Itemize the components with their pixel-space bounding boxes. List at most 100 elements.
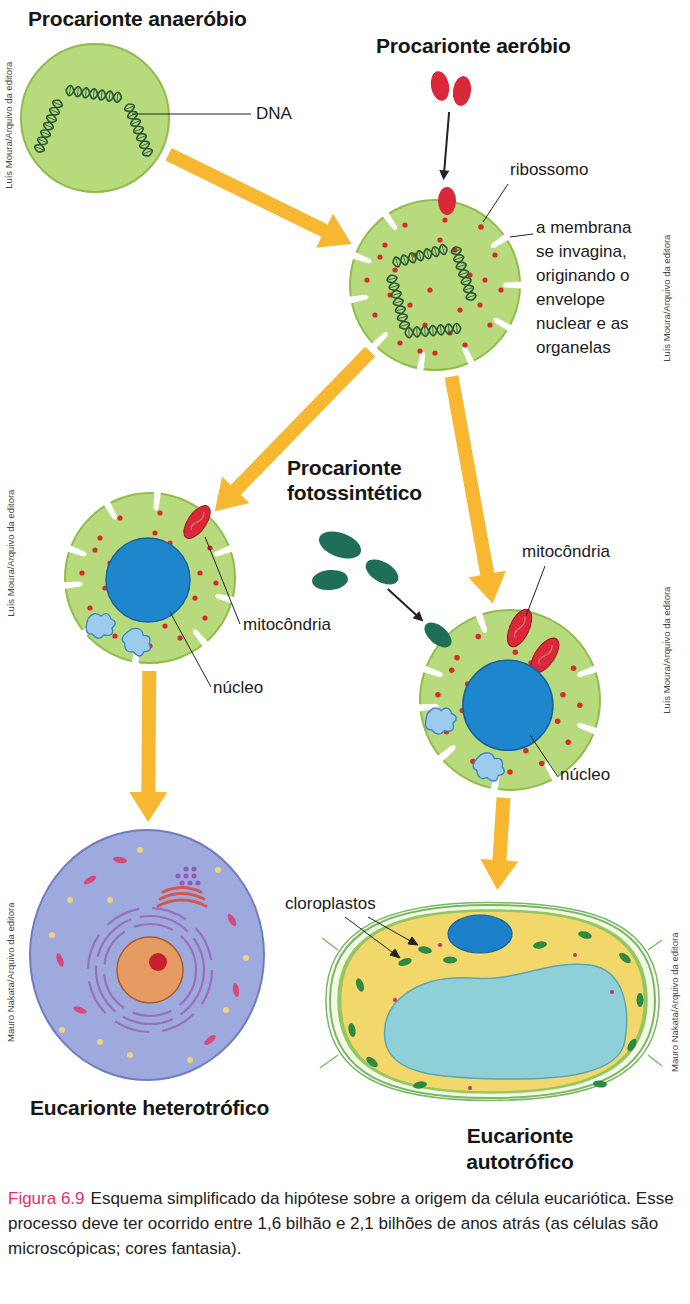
process-arrow: [445, 375, 506, 603]
autotrophic-eukaryote: [364, 1055, 379, 1069]
photosynthetic-prokaryotes: [315, 526, 365, 564]
leader-line: [530, 735, 558, 777]
autotrophic-eukaryote: [393, 943, 614, 1090]
eukaryote-precursor-cell: [62, 580, 83, 589]
heterotrophic-eukaryote: [59, 1027, 65, 1033]
cell-node: mitocôndrianúcleo: [420, 610, 600, 790]
image-credit: Mauro Nakata/Arquivo da editora: [671, 932, 681, 1071]
photosynthetic-prokaryotes: [361, 554, 402, 589]
heterotrophic-eukaryote: [82, 874, 97, 886]
heterotrophic-eukaryote: [203, 1033, 218, 1047]
eukaryote-precursor-cell: [543, 760, 560, 783]
autotrophic-eukaryote: [573, 953, 577, 957]
heterotrophic-eukaryote: [163, 888, 201, 893]
leader-line: [205, 537, 240, 624]
autotrophic-eukaryote: [347, 1022, 356, 1037]
invaginating-cell: [503, 282, 524, 289]
image-credit: Luís Moura/Arquivo da editora: [663, 234, 673, 361]
heterotrophic-eukaryote: [223, 1007, 229, 1013]
heterotrophic-eukaryote: [243, 955, 249, 961]
eukaryote-precursor-cell: [576, 721, 599, 735]
autotrophic-eukaryote: [637, 993, 644, 1007]
image-credit: Luís Moura/Arquivo da editora: [663, 586, 673, 713]
part-label: mitocôndria: [522, 542, 610, 562]
heterotrophic-eukaryote: [176, 874, 181, 879]
cell-node: Procarionte aeróbio: [428, 68, 474, 108]
autotrophic-eukaryote: [617, 951, 632, 965]
eukaryote-precursor-cell: [212, 545, 234, 559]
heterotrophic-eukaryote: [192, 867, 197, 872]
heterotrophic-eukaryote: [55, 856, 240, 1047]
eukaryote-precursor-cell: [103, 500, 119, 521]
cell-node: cloroplastosEucarionte autotrófico: [318, 898, 662, 1105]
leader-line: [170, 612, 211, 687]
eukaryote-precursor-cell: [118, 624, 156, 662]
heterotrophic-eukaryote: [107, 897, 113, 903]
photosynthetic-prokaryotes: [311, 568, 349, 591]
eukaryote-precursor-cell: [66, 545, 88, 559]
cell-node: Procarionte anaeróbioDNA: [21, 44, 169, 192]
leader-arrow: [390, 949, 400, 958]
heterotrophic-eukaryote: [88, 908, 212, 1032]
part-label: núcleo: [213, 678, 263, 698]
heterotrophic-eukaryote: [49, 932, 55, 938]
heterotrophic-eukaryote: [160, 894, 204, 900]
heterotrophic-eukaryote: [226, 912, 238, 927]
process-arrow: [166, 148, 352, 248]
eukaryote-precursor-cell: [502, 606, 536, 651]
autotrophic-eukaryote: [347, 930, 643, 1090]
invaginating-cell: [492, 316, 513, 332]
autotrophic-eukaryote: [412, 1080, 427, 1089]
aerobic-prokaryotes: [429, 70, 473, 107]
autotrophic-eukaryote: [326, 903, 659, 1101]
part-label: DNA: [256, 104, 292, 124]
autotrophic-eukaryote: [443, 957, 457, 964]
heterotrophic-eukaryote: [149, 953, 167, 971]
part-label: cloroplastos: [285, 894, 376, 914]
aerobic-prokaryotes: [429, 70, 452, 103]
leader-line: [526, 566, 545, 616]
heterotrophic-eukaryote: [30, 830, 264, 1080]
process-arrow: [129, 671, 167, 822]
autotrophic-eukaryote: [417, 945, 432, 954]
cell-node: Eucarionte heterotrófico: [30, 830, 264, 1080]
invaginating-cell: [416, 351, 426, 372]
invaginating-cell: [382, 211, 399, 232]
eukaryote-precursor-cell: [436, 743, 457, 763]
invaginating-cell: [348, 187, 523, 372]
autotrophic-eukaryote: [320, 903, 662, 1101]
autotrophic-eukaryote: [648, 940, 662, 950]
cell-node: mitocôndrianúcleo: [65, 493, 235, 663]
heterotrophic-eukaryote: [176, 867, 201, 886]
cell-heading: Eucarionte heterotrófico: [30, 1095, 269, 1120]
eukaryote-precursor-cell: [191, 627, 210, 647]
engulf-arrow: [439, 112, 450, 180]
eukaryote-precursor-cell: [469, 749, 509, 787]
anaerobic-prokaryote: [65, 85, 122, 103]
autotrophic-eukaryote: [330, 905, 655, 1098]
leader-line: [132, 114, 251, 115]
heterotrophic-eukaryote: [97, 1039, 103, 1045]
invaginating-cell: [364, 217, 503, 355]
part-label: núcleo: [560, 765, 610, 785]
heterotrophic-eukaryote: [196, 881, 201, 886]
autotrophic-eukaryote: [438, 943, 442, 947]
entering-cyanobacterium: [420, 618, 456, 652]
eukaryote-precursor-cell: [179, 501, 216, 542]
invaginating-cell: [450, 245, 477, 301]
invaginating-cell: [348, 293, 369, 303]
autotrophic-eukaryote: [577, 930, 592, 940]
autotrophic-eukaryote: [320, 903, 662, 1101]
leader-line: [483, 184, 508, 222]
heterotrophic-eukaryote: [192, 874, 197, 879]
autotrophic-eukaryote: [648, 1055, 662, 1066]
eukaryote-precursor-cell: [435, 628, 582, 774]
heterotrophic-eukaryote: [158, 888, 206, 907]
heterotrophic-eukaryote: [67, 897, 73, 903]
eukaryote-precursor-cell: [421, 665, 444, 679]
leader-arrow: [368, 917, 414, 943]
anaerobic-prokaryote: [21, 44, 169, 192]
heterotrophic-eukaryote: [127, 1052, 133, 1058]
cell-heading: Procarionte aeróbio: [376, 33, 571, 58]
